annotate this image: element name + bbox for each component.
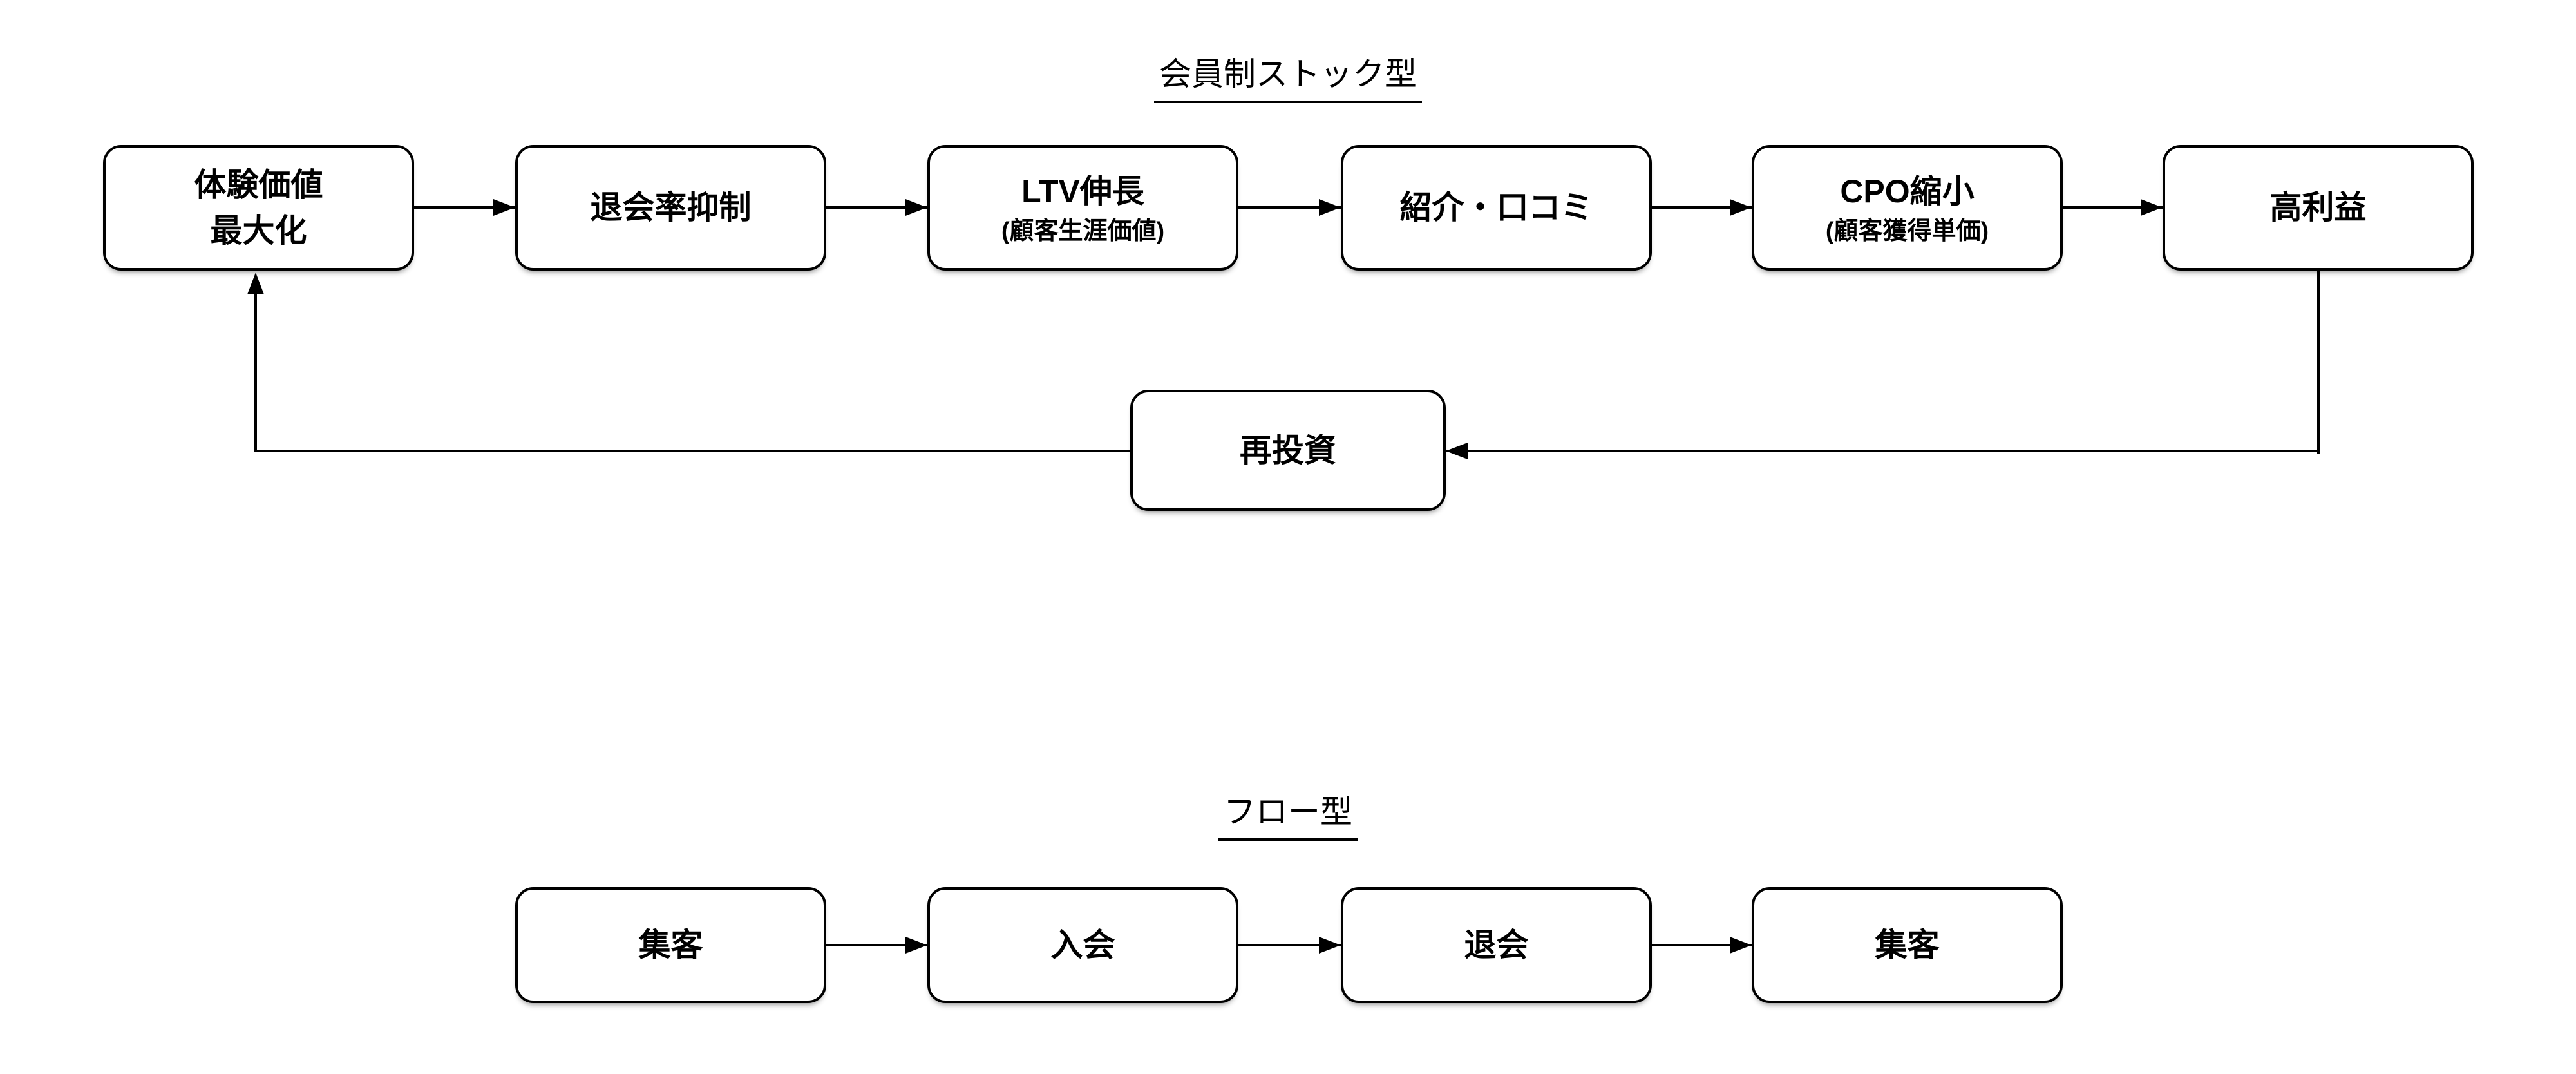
node-label: 退会 (1464, 926, 1529, 963)
stock-model-title-text: 会員制ストック型 (1154, 48, 1422, 103)
node-label-line2: 最大化 (210, 212, 307, 249)
arrow-experience-to-churn (414, 206, 515, 209)
node-label: 高利益 (2269, 189, 2367, 225)
node-reinvestment: 再投資 (1130, 390, 1446, 511)
arrow-attract-to-enrollment (826, 944, 927, 946)
node-sublabel: (顧客獲得単価) (1825, 218, 1989, 245)
arrow-ltv-to-referral (1238, 206, 1341, 209)
arrowhead-right-icon (1730, 937, 1752, 954)
loop-line-highprofit-down (2317, 269, 2320, 454)
arrow-withdrawal-to-attract (1652, 944, 1752, 946)
node-label: CPO縮小 (1840, 173, 1975, 210)
node-label: LTV伸長 (1021, 173, 1144, 210)
arrowhead-right-icon (1730, 199, 1752, 216)
node-label: 入会 (1050, 926, 1115, 963)
loop-line-up-to-experience (254, 287, 257, 452)
loop-line-to-reinvestment (1446, 450, 2320, 452)
node-label: 集客 (1875, 926, 1940, 963)
arrow-churn-to-ltv (826, 206, 927, 209)
node-high-profit: 高利益 (2163, 145, 2474, 271)
node-label: 退会率抑制 (590, 189, 752, 225)
flow-model-title-text: フロー型 (1218, 786, 1358, 841)
arrowhead-right-icon (2141, 199, 2163, 216)
node-attract-customers-1: 集客 (515, 887, 826, 1003)
node-enrollment: 入会 (927, 887, 1238, 1003)
node-sublabel: (顧客生涯価値) (1001, 218, 1165, 245)
loop-line-reinvestment-left (256, 450, 1130, 452)
arrowhead-left-icon (1446, 443, 1468, 459)
arrowhead-right-icon (905, 937, 927, 954)
node-referral-word-of-mouth: 紹介・口コミ (1341, 145, 1652, 271)
node-withdrawal: 退会 (1341, 887, 1652, 1003)
node-label: 紹介・口コミ (1399, 189, 1593, 225)
arrow-referral-to-cpo (1652, 206, 1752, 209)
arrowhead-right-icon (1319, 937, 1341, 954)
arrowhead-right-icon (1319, 199, 1341, 216)
node-churn-rate-suppression: 退会率抑制 (515, 145, 826, 271)
arrowhead-right-icon (905, 199, 927, 216)
flow-model-title: フロー型 (0, 786, 2576, 841)
arrow-cpo-to-profit (2063, 206, 2163, 209)
node-label: 集客 (638, 926, 703, 963)
node-experience-value-maximization: 体験価値 最大化 (103, 145, 414, 271)
node-label-line1: 体験価値 (194, 166, 323, 203)
node-attract-customers-2: 集客 (1752, 887, 2063, 1003)
node-cpo-reduction: CPO縮小 (顧客獲得単価) (1752, 145, 2063, 271)
arrow-enrollment-to-withdrawal (1238, 944, 1341, 946)
node-ltv-growth: LTV伸長 (顧客生涯価値) (927, 145, 1238, 271)
arrowhead-up-icon (247, 273, 264, 294)
stock-model-title: 会員制ストック型 (0, 48, 2576, 103)
node-label: 再投資 (1240, 432, 1336, 468)
arrowhead-right-icon (493, 199, 515, 216)
